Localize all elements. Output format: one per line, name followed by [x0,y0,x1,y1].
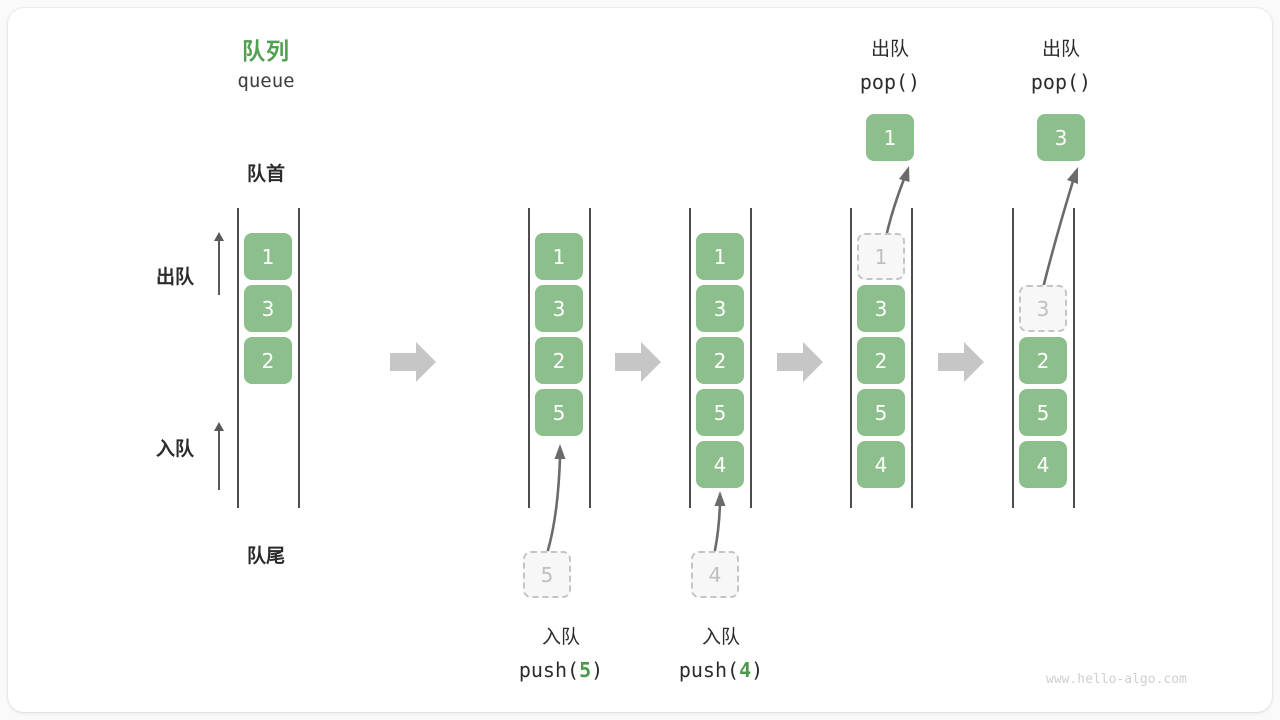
queue-rail-left [1012,208,1014,508]
stage-caption-cn: 入队 [541,626,580,648]
queue-rail-left [689,208,691,508]
queue-cell: 1 [535,233,583,280]
step-arrow-icon [938,342,984,382]
queue-cell: 1 [244,233,292,280]
queue-cell: 2 [244,337,292,384]
rear-label: 队尾 [246,545,285,567]
queue-rail-right [911,208,913,508]
queue-cell: 3 [244,285,292,332]
step-arrow-icon [777,342,823,382]
queue-cell: 5 [696,389,744,436]
code-suffix: ) [591,658,604,682]
code-suffix: ) [751,658,764,682]
queue-cell: 4 [857,441,905,488]
queue-rail-right [298,208,300,508]
code-argument: 4 [739,658,752,682]
queue-cell: 5 [535,389,583,436]
popped-cell: 1 [866,114,914,161]
incoming-ghost-cell: 5 [523,551,571,598]
diagram-title-en: queue [237,70,295,92]
stage-caption-code: push(5) [476,658,646,682]
stage-caption-cn: 入队 [701,626,740,648]
pop-arrow-icon [884,166,910,239]
queue-cell: 5 [857,389,905,436]
queue-cell-ghost: 1 [857,233,905,280]
front-label: 队首 [246,163,285,185]
code-prefix: push( [518,658,580,682]
queue-cell: 3 [857,285,905,332]
queue-rail-left [850,208,852,508]
queue-rail-right [750,208,752,508]
queue-cell: 2 [535,337,583,384]
queue-cell-ghost: 3 [1019,285,1067,332]
code-argument: 5 [579,658,592,682]
push-arrow-icon [713,491,726,552]
enqueue-label: 入队 [155,438,194,460]
stage-caption-code: pop() [1030,70,1092,94]
queue-cell: 4 [696,441,744,488]
queue-cell: 3 [696,285,744,332]
enqueue-direction-arrow-icon [214,422,224,490]
diagram-title-cn: 队列 [242,39,290,65]
code-prefix: push( [678,658,740,682]
stage-caption-code: push(4) [636,658,806,682]
queue-cell: 1 [696,233,744,280]
queue-cell: 5 [1019,389,1067,436]
push-arrow-icon [546,444,566,552]
popped-cell: 3 [1037,114,1085,161]
incoming-ghost-cell: 4 [691,551,739,598]
dequeue-label: 出队 [155,266,194,288]
dequeue-direction-arrow-icon [214,232,224,295]
queue-cell: 2 [696,337,744,384]
queue-rail-left [237,208,239,508]
queue-rail-right [589,208,591,508]
pop-arrow-icon [1041,167,1078,290]
stage-caption-cn: 出队 [1041,38,1080,60]
queue-cell: 2 [857,337,905,384]
step-arrow-icon [390,342,436,382]
stage-caption-cn: 出队 [870,38,909,60]
stage-caption-code: pop() [859,70,921,94]
queue-rail-right [1073,208,1075,508]
step-arrow-icon [615,342,661,382]
queue-cell: 2 [1019,337,1067,384]
queue-cell: 4 [1019,441,1067,488]
queue-cell: 3 [535,285,583,332]
queue-rail-left [528,208,530,508]
watermark: www.hello-algo.com [1046,672,1187,687]
